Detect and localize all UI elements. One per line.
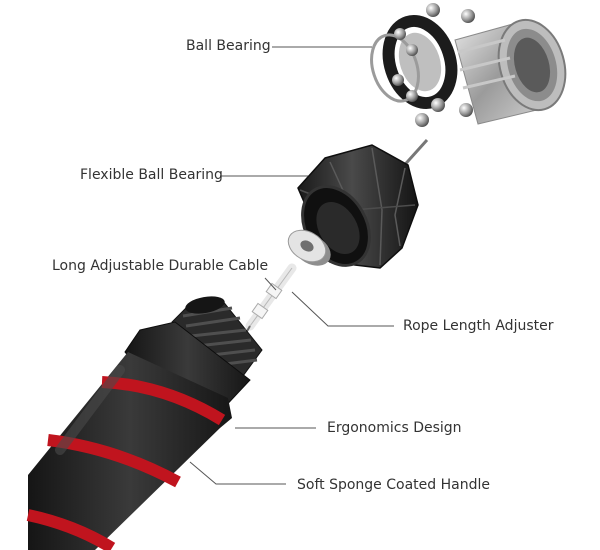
metal-sleeve (454, 18, 567, 125)
rope-length-adjuster-part (287, 229, 331, 266)
handle (26, 296, 263, 550)
label-rope-length-adjuster: Rope Length Adjuster (403, 318, 554, 334)
label-flexible-ball-bearing: Flexible Ball Bearing (80, 167, 223, 183)
threaded-top (171, 296, 263, 381)
label-soft-sponge-coated-handle: Soft Sponge Coated Handle (297, 477, 490, 493)
flexible-bearing-cap (297, 144, 419, 269)
retaining-ring (370, 33, 420, 103)
label-long-adjustable-durable-cable: Long Adjustable Durable Cable (52, 258, 269, 274)
cable-segment (241, 263, 297, 341)
leader-cable (264, 277, 277, 291)
leader-soft-sponge (189, 461, 286, 485)
leader-rope-length-adjuster (291, 291, 394, 327)
accent-ring-lower (26, 509, 116, 550)
ball-bearing-assembly (370, 3, 567, 127)
leader-lines (189, 46, 394, 485)
label-ball-bearing: Ball Bearing (186, 38, 271, 54)
label-ergonomics-design: Ergonomics Design (327, 420, 462, 436)
bearing-balls (392, 3, 475, 127)
